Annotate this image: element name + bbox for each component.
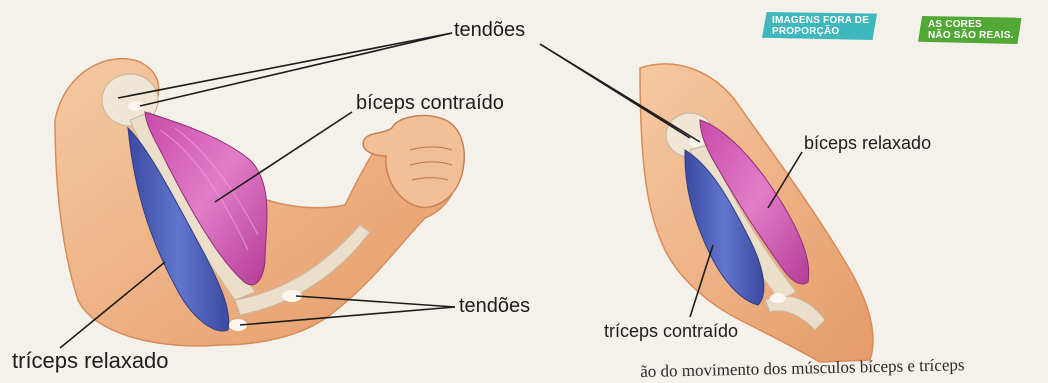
label-biceps-relaxed: bíceps relaxado [804, 134, 931, 152]
badge-colors-not-real: AS CORES NÃO SÃO REAIS. [918, 16, 1022, 44]
right-arm-extended [640, 64, 873, 362]
badge-out-of-proportion: IMAGENS FORA DE PROPORÇÃO [762, 12, 877, 40]
right-shoulder-tendon [689, 137, 703, 147]
label-tendons-bottom: tendões [459, 296, 530, 316]
label-triceps-relaxed: tríceps relaxado [12, 350, 169, 372]
badge-colors-line2: NÃO SÃO REAIS. [928, 30, 1014, 41]
label-biceps-contracted: bíceps contraído [356, 93, 504, 113]
right-elbow-tendon [770, 293, 786, 303]
badge-proportion-line1: IMAGENS FORA DE [772, 15, 869, 26]
label-tendons-top: tendões [454, 20, 525, 40]
badge-proportion-line2: PROPORÇÃO [772, 26, 869, 37]
badge-colors-line1: AS CORES [928, 19, 1014, 30]
leader-tendons-top-1 [118, 33, 452, 98]
label-triceps-contracted: tríceps contraído [604, 322, 738, 340]
